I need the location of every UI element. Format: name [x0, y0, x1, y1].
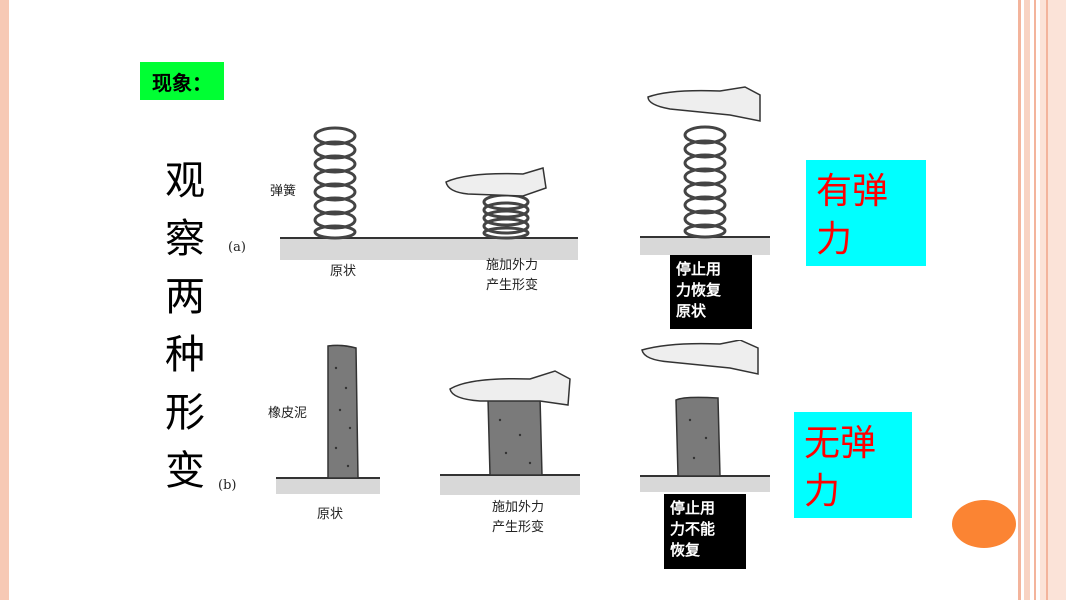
right-border-line	[1046, 0, 1048, 600]
right-border-line	[1018, 0, 1021, 600]
row-b-note: 停止用 力不能 恢复	[664, 494, 746, 569]
box-line: 力	[804, 471, 841, 512]
left-border-stripe	[0, 0, 9, 600]
title-char: 观	[165, 158, 205, 204]
row-a-caption-original: 原状	[329, 264, 356, 279]
inelastic-box: 无弹 力	[794, 412, 912, 518]
note-line: 恢复	[670, 541, 701, 559]
note-line: 力不能	[670, 520, 716, 538]
title-char: 变	[165, 448, 205, 494]
box-line: 力	[816, 219, 853, 260]
note-line: 停止用	[670, 499, 716, 517]
right-border-line	[1034, 0, 1036, 600]
caption-line: 产生形变	[491, 520, 544, 535]
spring-label: 弹簧	[270, 184, 297, 199]
vertical-title: 观 察 两 种 形 变	[160, 152, 210, 500]
clay-compressed-figure	[440, 370, 580, 495]
spring-restored-figure	[640, 86, 770, 255]
title-char: 察	[165, 216, 205, 262]
clay-after-figure	[640, 340, 770, 492]
caption-line: 产生形变	[485, 278, 538, 293]
spring-original-figure	[280, 126, 440, 260]
right-border-band	[1040, 0, 1066, 600]
title-char: 两	[165, 274, 205, 320]
right-border-line	[1024, 0, 1030, 600]
box-line: 无弹	[804, 423, 877, 464]
row-b-caption-applied: 施加外力 产生形变	[478, 498, 558, 538]
caption-line: 施加外力	[485, 258, 538, 273]
phenomenon-badge: 现象：	[140, 62, 224, 100]
box-line: 有弹	[816, 171, 889, 212]
title-char: 种	[165, 332, 205, 378]
row-b-caption-original: 原状	[316, 507, 343, 522]
title-char: 形	[165, 390, 205, 436]
row-a-marker: (a)	[228, 240, 246, 255]
row-a-note: 停止用 力恢复 原状	[670, 255, 752, 329]
spring-compressed-figure	[428, 167, 578, 260]
decorative-circle	[952, 500, 1016, 548]
note-line: 力恢复	[676, 281, 722, 299]
clay-label: 橡皮泥	[268, 406, 308, 421]
caption-line: 施加外力	[491, 500, 544, 515]
note-line: 停止用	[676, 260, 722, 278]
note-line: 原状	[676, 302, 707, 320]
row-b-marker: (b)	[218, 478, 237, 493]
row-a-caption-applied: 施加外力 产生形变	[472, 256, 552, 296]
elastic-box: 有弹 力	[806, 160, 926, 266]
clay-original-figure	[276, 344, 380, 494]
